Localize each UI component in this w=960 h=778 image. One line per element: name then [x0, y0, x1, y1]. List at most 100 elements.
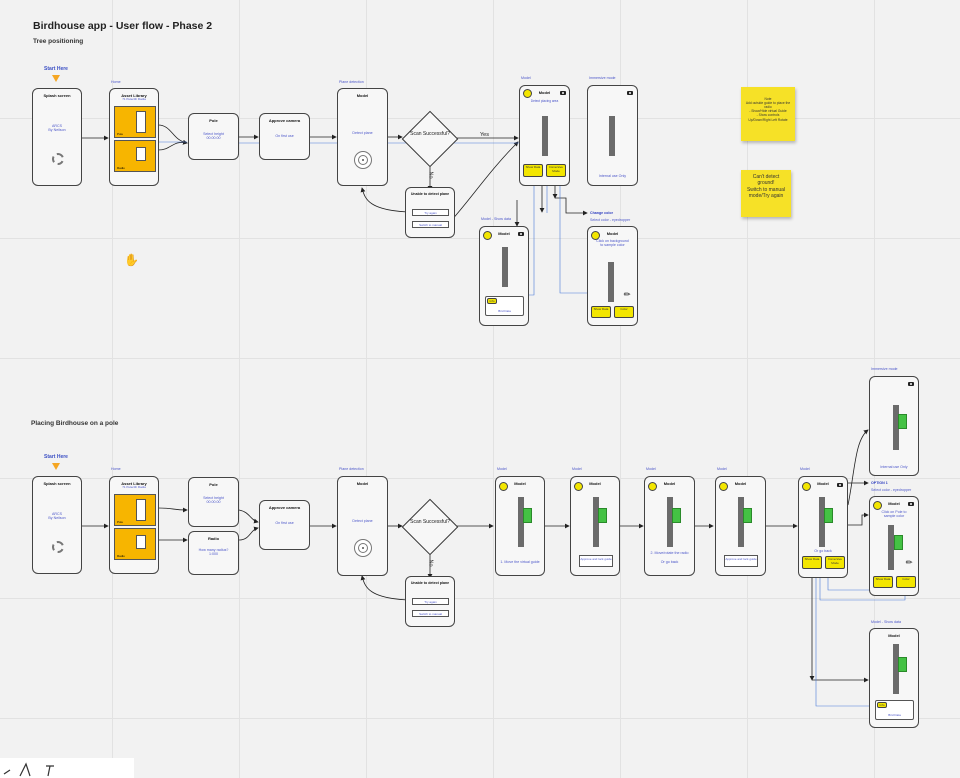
show-data-button[interactable]: Show Data	[591, 306, 611, 318]
model-show-data-label: Model - Show data	[481, 217, 511, 221]
immersive-label-2: Immersive mode	[871, 367, 898, 371]
model-plane-title: Model	[356, 481, 369, 486]
model-show-data-card-2[interactable]: Model Bird Data Info	[869, 628, 919, 728]
camera-icon[interactable]	[908, 382, 914, 386]
immersive-card[interactable]: Internal use Only	[587, 85, 638, 186]
switch-manual-button[interactable]: Switch to manual	[412, 221, 449, 228]
pole-text: Select height 00.00.00	[203, 132, 224, 141]
immersive-text: Internal use Only	[880, 465, 908, 469]
pole-model-bar	[888, 525, 894, 570]
approve-camera-card[interactable]: Approve camera On first use	[259, 113, 310, 160]
asset-library-card[interactable]: Asset Library 71 Pelecith Radia Pole Rad…	[109, 88, 159, 186]
show-data-button[interactable]: Show Data	[523, 164, 543, 177]
radio-asset-tile[interactable]: Radio	[114, 140, 156, 172]
pole-model-bar	[609, 116, 615, 156]
model-card-b2[interactable]: Model Approve and lock guide	[570, 476, 620, 576]
loading-spinner-icon	[52, 153, 64, 165]
pole-title: Pole	[209, 482, 218, 487]
pole-text: Select height 00.00.00	[203, 496, 224, 505]
show-data-button[interactable]: Show Data	[873, 576, 893, 588]
show-data-button[interactable]: Show Data	[802, 556, 822, 569]
model-color2-title: Model	[888, 501, 900, 506]
unable-title: Unable to detect plane	[410, 581, 450, 585]
camera-icon[interactable]	[560, 91, 566, 95]
model-b4-title: Model	[734, 481, 747, 486]
start-arrow-icon	[52, 75, 60, 82]
eyedropper-icon[interactable]: ✎	[903, 556, 915, 569]
try-again-button[interactable]: Try again	[412, 209, 449, 216]
radio-model-block[interactable]	[598, 508, 607, 523]
pole-screen-card-2[interactable]: Pole Select height 00.00.00	[188, 477, 239, 527]
approve-camera-card-2[interactable]: Approve camera On first use	[259, 500, 310, 550]
camera-title: Approve camera	[268, 118, 301, 123]
yes-label: Yes	[480, 132, 489, 138]
immersive-mode-button[interactable]: Immersive Mode	[546, 164, 566, 177]
model-detect-card[interactable]: Model Detect placing area Show Data Imme…	[519, 85, 570, 186]
radio-model-block[interactable]	[672, 508, 681, 523]
radio-model-block[interactable]	[824, 508, 833, 523]
loading-spinner-icon	[52, 541, 64, 553]
camera-icon[interactable]	[837, 483, 843, 487]
model-color-card-2[interactable]: Model Click on Pole to sample color ✎ Sh…	[869, 496, 919, 596]
model-card-b4[interactable]: Model Approve and lock guide	[715, 476, 766, 576]
splash-text: ARCS By Neilson	[48, 512, 66, 521]
asset-library-card-2[interactable]: Asset Library 71 Pelecith Radia Pole Rad…	[109, 476, 159, 574]
info-tag[interactable]: Info	[877, 702, 887, 708]
model-show-data-card[interactable]: Model Bird Data Info	[479, 226, 529, 326]
home-label: Home	[111, 80, 121, 84]
radio-screen-card[interactable]: Radio How many radius? 1:000	[188, 531, 239, 575]
switch-manual-button[interactable]: Switch to manual	[412, 610, 449, 617]
logo-panel	[0, 758, 134, 778]
info-tag[interactable]: Info	[487, 298, 497, 304]
no-label-2: No	[427, 559, 434, 567]
approve-lock-button[interactable]: Approve and lock guide	[724, 555, 758, 567]
camera-icon[interactable]	[627, 91, 633, 95]
pole-asset-tile[interactable]: Pole	[114, 106, 156, 138]
unable-detect-card-2[interactable]: Unable to detect plane Try again Switch …	[405, 576, 455, 627]
no-label: No	[427, 171, 434, 179]
model-b2-title: Model	[589, 481, 601, 486]
yellow-circle-icon	[574, 482, 583, 491]
radio-model-block[interactable]	[523, 508, 532, 523]
scan-decision-diamond: Scan Successful?	[401, 110, 459, 168]
model-label: Model	[521, 76, 531, 80]
logo-scribble-icon	[3, 762, 54, 777]
approve-lock-button[interactable]: Approve and lock guide	[579, 555, 613, 567]
unable-detect-card[interactable]: Unable to detect plane Try again Switch …	[405, 187, 455, 238]
radio-model-block[interactable]	[743, 508, 752, 523]
splash-title: Splash screen	[43, 93, 71, 98]
pole-model-bar	[738, 497, 744, 547]
model-plane-card[interactable]: Model Detect plane	[337, 88, 388, 186]
splash-screen-card-2[interactable]: Splash screen ARCS By Neilson	[32, 476, 82, 574]
home-label-2: Home	[111, 467, 121, 471]
sticky-note-guide[interactable]: Note Add outside guide to place the radi…	[741, 87, 795, 141]
sticky-note-cant-detect[interactable]: Can't detect ground! Switch to manual mo…	[741, 170, 791, 217]
model-card-b3[interactable]: Model 2. Move/rotate the radio Or go bac…	[644, 476, 695, 576]
model-show-data-label-2: Model - Show data	[871, 620, 901, 624]
model-b1-text: 1. Move the virtual guide	[500, 560, 540, 564]
camera-icon[interactable]	[518, 232, 524, 236]
yellow-circle-icon	[802, 482, 811, 491]
start-here-label: Start Here	[44, 66, 68, 72]
immersive-card-2[interactable]: Internal use Only	[869, 376, 919, 476]
option1-label: OPTION 1	[871, 481, 888, 485]
pole-model-bar	[502, 247, 508, 287]
radio-title: Radio	[207, 536, 220, 541]
pole-model-bar	[518, 497, 524, 547]
color-button[interactable]: Color	[896, 576, 916, 588]
eyedropper-icon[interactable]: ✎	[621, 288, 633, 301]
pole-asset-tile[interactable]: Pole	[114, 494, 156, 526]
model-card-b5[interactable]: Model Or go back Show Data Immersive Mod…	[798, 476, 848, 578]
model-color-card[interactable]: Model Click on background to sample colo…	[587, 226, 638, 326]
color-button[interactable]: Color	[614, 306, 634, 318]
splash-screen-card[interactable]: Splash screen ARCS By Neilson	[32, 88, 82, 186]
model-color-title: Model	[606, 231, 619, 236]
library-subtitle: 71 Pelecith Radia	[122, 97, 146, 101]
model-card-b1[interactable]: Model 1. Move the virtual guide	[495, 476, 545, 576]
try-again-button[interactable]: Try again	[412, 598, 449, 605]
camera-icon[interactable]	[908, 502, 914, 506]
model-plane-card-2[interactable]: Model Detect plane	[337, 476, 388, 576]
radio-asset-tile[interactable]: Radio	[114, 528, 156, 560]
pole-screen-card[interactable]: Pole Select height 00.00.00	[188, 113, 239, 160]
immersive-mode-button[interactable]: Immersive Mode	[825, 556, 845, 569]
